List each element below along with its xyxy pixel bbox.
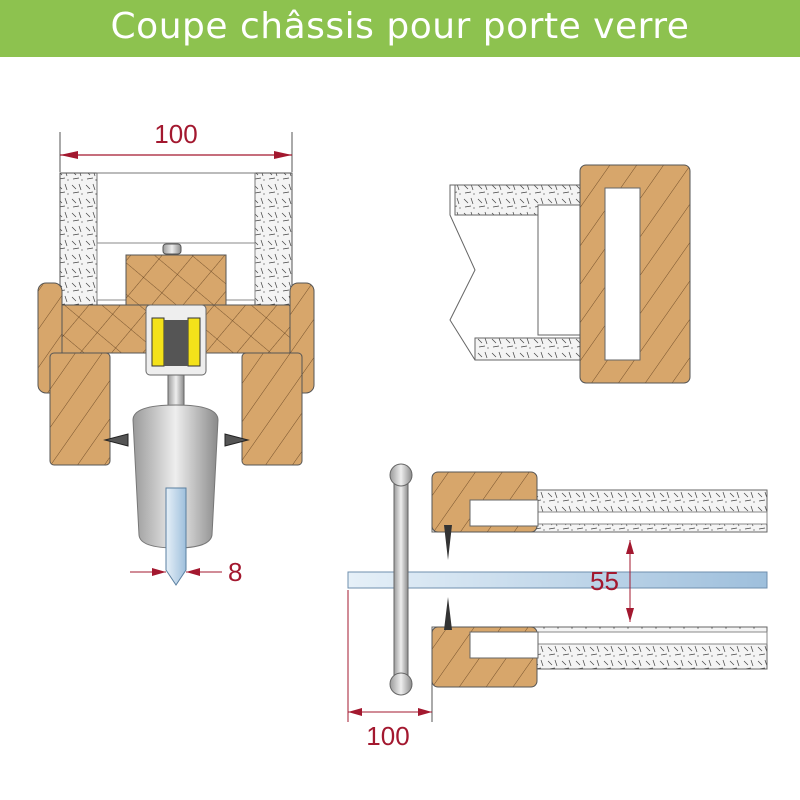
- dimension-label-100-bottom: 100: [366, 721, 409, 751]
- jamb-detail-section: [449, 164, 691, 384]
- metal-rail: [96, 242, 256, 301]
- glass-panel: [347, 571, 768, 589]
- wood-block: [125, 254, 227, 306]
- glass-panel-section: [165, 487, 187, 586]
- wall-plaster-right: [254, 172, 293, 306]
- jamb-right: [241, 352, 303, 466]
- glass-clamp: [132, 404, 219, 549]
- door-handle: [393, 474, 409, 686]
- roller-wheel: [164, 320, 188, 366]
- plan-section: 55 100: [347, 463, 768, 751]
- door-stop-icons: [103, 433, 250, 447]
- page-title: Coupe châssis pour porte verre: [110, 6, 690, 47]
- wall-plaster-left: [59, 172, 98, 306]
- jamb-left: [49, 352, 111, 466]
- roller-right: [187, 317, 201, 367]
- frame-cavity: [96, 172, 256, 244]
- dimension-label-100: 100: [154, 119, 197, 149]
- dimension-top-width: 100: [59, 119, 293, 172]
- dimension-gap: 55: [590, 540, 634, 622]
- dimension-label-8: 8: [228, 557, 242, 587]
- door-stop-icons-plan: [444, 525, 452, 630]
- dimension-handle-offset: 100: [347, 590, 433, 751]
- jamb-rebate: [604, 187, 641, 361]
- dimension-label-55: 55: [590, 566, 619, 596]
- hanger-bolt: [167, 374, 185, 408]
- top-cross-section: 100 8: [37, 119, 315, 587]
- screw: [162, 243, 182, 255]
- dimension-glass-thickness: 8: [130, 557, 242, 587]
- roller-left: [151, 317, 165, 367]
- title-banner: Coupe châssis pour porte verre: [0, 0, 800, 57]
